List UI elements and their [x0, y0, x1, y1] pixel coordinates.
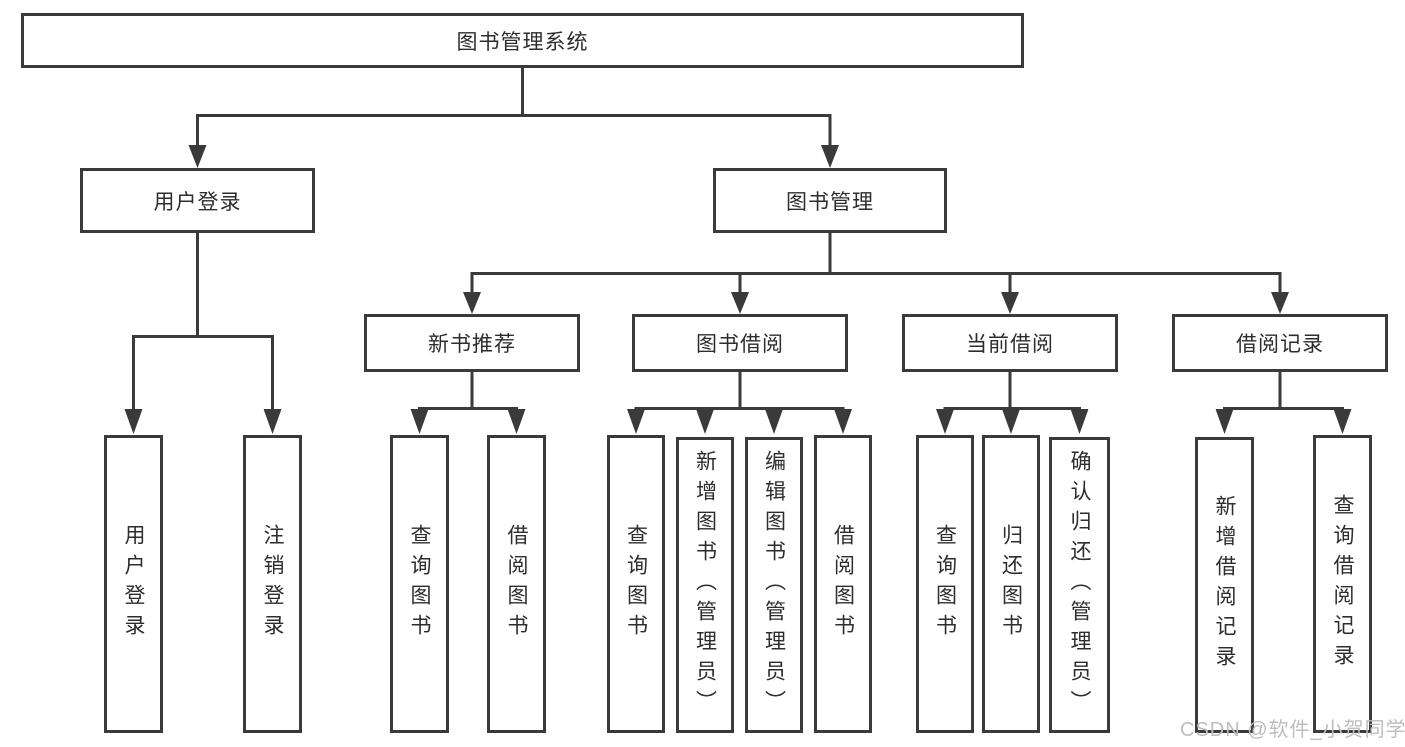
leaf-user-login: 用户登录	[104, 435, 163, 733]
leaf-nb-borrow-books-label: 借阅图书	[505, 524, 528, 644]
leaf-cur-query-books: 查询图书	[916, 435, 974, 733]
node-current-borrowing: 当前借阅	[902, 314, 1118, 372]
node-book-borrowing: 图书借阅	[632, 314, 848, 372]
node-current-borrowing-label: 当前借阅	[966, 333, 1054, 356]
node-book-borrowing-label: 图书借阅	[696, 333, 784, 356]
leaf-cur-confirm-return-admin-label: 确认归还（管理员）	[1068, 450, 1091, 720]
leaf-bw-query-books: 查询图书	[607, 435, 665, 733]
leaf-user-login-label: 用户登录	[122, 524, 145, 644]
leaf-cur-confirm-return-admin: 确认归还（管理员）	[1049, 437, 1110, 733]
connector-arrows	[124, 145, 1352, 434]
leaf-logout-label: 注销登录	[261, 524, 284, 644]
node-borrowing-records: 借阅记录	[1172, 314, 1388, 372]
node-root: 图书管理系统	[21, 13, 1024, 68]
leaf-rec-add-record-label: 新增借阅记录	[1213, 495, 1236, 675]
leaf-rec-query-record: 查询借阅记录	[1313, 435, 1372, 733]
leaf-cur-return-books: 归还图书	[982, 435, 1040, 733]
node-book-management: 图书管理	[713, 168, 947, 233]
leaf-cur-query-books-label: 查询图书	[933, 524, 957, 644]
leaf-rec-add-record: 新增借阅记录	[1195, 437, 1254, 733]
leaf-rec-query-record-label: 查询借阅记录	[1331, 494, 1354, 674]
node-user-login: 用户登录	[80, 168, 315, 233]
leaf-bw-borrow-books-label: 借阅图书	[831, 524, 855, 644]
leaf-nb-query-books: 查询图书	[390, 435, 449, 733]
leaf-bw-borrow-books: 借阅图书	[814, 435, 872, 733]
leaf-bw-edit-books-admin: 编辑图书（管理员）	[745, 437, 803, 733]
node-root-label: 图书管理系统	[456, 30, 589, 54]
csdn-watermark: CSDN @软件_小贺同学	[1180, 719, 1405, 741]
node-user-login-label: 用户登录	[153, 190, 242, 214]
leaf-bw-edit-books-admin-label: 编辑图书（管理员）	[762, 450, 786, 720]
leaf-bw-add-books-admin: 新增图书（管理员）	[676, 437, 734, 733]
leaf-bw-query-books-label: 查询图书	[624, 524, 648, 644]
leaf-bw-add-books-admin-label: 新增图书（管理员）	[693, 450, 717, 720]
node-new-book-recommend: 新书推荐	[364, 314, 580, 372]
leaf-nb-query-books-label: 查询图书	[408, 524, 431, 644]
leaf-cur-return-books-label: 归还图书	[999, 524, 1023, 644]
leaf-nb-borrow-books: 借阅图书	[487, 435, 546, 733]
node-book-management-label: 图书管理	[786, 190, 874, 214]
leaf-logout: 注销登录	[243, 435, 302, 733]
node-new-book-recommend-label: 新书推荐	[428, 333, 516, 356]
node-borrowing-records-label: 借阅记录	[1236, 333, 1324, 356]
